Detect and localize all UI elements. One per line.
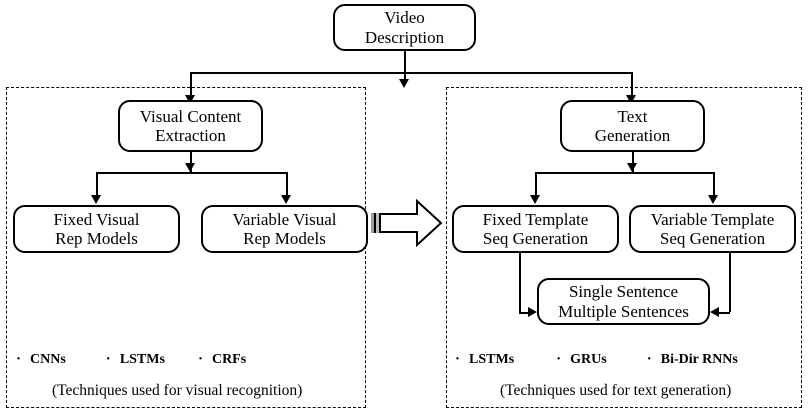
technique-list-visual: · CNNs · LSTMs · CRFs <box>16 352 246 368</box>
arrowhead-variable-visual <box>281 195 291 204</box>
node-line: Fixed Visual <box>53 209 140 229</box>
connector-bus-left-drop <box>190 72 192 98</box>
caption-text-generation: (Techniques used for text generation) <box>500 382 732 399</box>
bullet-icon: · <box>197 351 203 367</box>
technique-label: CNNs <box>30 352 66 367</box>
arrowhead-vce-stem <box>185 163 195 172</box>
caption-visual-recognition: (Techniques used for visual recognition) <box>52 382 303 399</box>
connector-vce-bus <box>96 172 286 174</box>
node-line: Extraction <box>155 126 226 145</box>
technique-label: CRFs <box>211 352 247 367</box>
node-sentence-output[interactable]: Single Sentence Multiple Sentences <box>537 278 710 325</box>
bullet-icon: · <box>16 351 22 367</box>
node-line: Fixed Template <box>482 209 589 229</box>
node-fixed-visual-rep-models[interactable]: Fixed Visual Rep Models <box>13 205 180 253</box>
connector-title-stem <box>404 51 406 72</box>
node-line: Rep Models <box>55 229 138 248</box>
arrowhead-output-left <box>528 307 537 317</box>
bullet-icon: · <box>105 351 111 367</box>
node-text-generation[interactable]: Text Generation <box>560 100 705 152</box>
node-line: Visual Content <box>139 106 242 126</box>
node-line: Rep Models <box>243 229 326 248</box>
node-variable-visual-rep-models[interactable]: Variable Visual Rep Models <box>201 205 368 253</box>
node-variable-template-seq-generation[interactable]: Variable Template Seq Generation <box>629 205 796 253</box>
technique-item: · LSTMs <box>455 352 514 368</box>
connector-vce-right-drop <box>286 172 288 198</box>
technique-item: · Bi-Dir RNNs <box>647 352 738 368</box>
arrowhead-output-right <box>710 307 719 317</box>
bullet-icon: · <box>455 351 461 367</box>
node-line: Variable Visual <box>232 209 337 229</box>
node-line: Multiple Sentences <box>558 301 689 321</box>
connector-tg-right-drop <box>713 172 715 198</box>
bullet-icon: · <box>556 351 562 367</box>
node-line: Generation <box>594 126 671 145</box>
arrowhead-bus-center <box>399 79 409 88</box>
block-arrow-left-to-right <box>371 198 443 248</box>
node-line: Video <box>384 8 425 28</box>
node-line: Description <box>364 27 445 47</box>
arrowhead-left-branch <box>185 95 195 104</box>
node-fixed-template-seq-generation[interactable]: Fixed Template Seq Generation <box>452 205 619 253</box>
technique-list-text: · LSTMs · GRUs · Bi-Dir RNNs <box>455 352 738 368</box>
technique-label: Bi-Dir RNNs <box>660 352 738 367</box>
node-line: Seq Generation <box>482 229 589 248</box>
arrowhead-fixed-visual <box>91 195 101 204</box>
arrowhead-right-branch <box>626 95 636 104</box>
connector-fixed-to-output-drop <box>519 253 521 312</box>
node-line: Text <box>617 106 648 126</box>
bullet-icon: · <box>646 351 652 367</box>
connector-bus-center-stub <box>404 72 406 82</box>
connector-top-bus <box>190 72 631 74</box>
panel-text-generation <box>446 87 802 408</box>
technique-item: · LSTMs <box>106 352 165 368</box>
connector-variable-to-output-run <box>719 312 730 314</box>
technique-label: GRUs <box>570 352 607 367</box>
arrowhead-fixed-template <box>530 195 540 204</box>
connector-fixed-to-output-run <box>519 312 529 314</box>
technique-item: · CNNs <box>16 352 66 368</box>
connector-tg-bus <box>535 172 713 174</box>
connector-tg-left-drop <box>535 172 537 198</box>
connector-tg-stem <box>632 152 634 172</box>
connector-vce-stem <box>190 152 192 172</box>
node-line: Seq Generation <box>659 229 766 248</box>
technique-item: · CRFs <box>198 352 246 368</box>
arrowhead-variable-template <box>708 195 718 204</box>
technique-label: LSTMs <box>119 352 165 367</box>
arrowhead-tg-stem <box>627 163 637 172</box>
node-line: Variable Template <box>650 209 775 229</box>
technique-item: · GRUs <box>556 352 607 368</box>
connector-variable-to-output-drop <box>729 253 731 312</box>
connector-vce-left-drop <box>96 172 98 198</box>
connector-bus-right-drop <box>631 72 633 98</box>
node-video-description[interactable]: Video Description <box>333 4 476 51</box>
node-line: Single Sentence <box>568 282 679 302</box>
node-visual-content-extraction[interactable]: Visual Content Extraction <box>118 100 263 152</box>
technique-label: LSTMs <box>469 352 515 367</box>
